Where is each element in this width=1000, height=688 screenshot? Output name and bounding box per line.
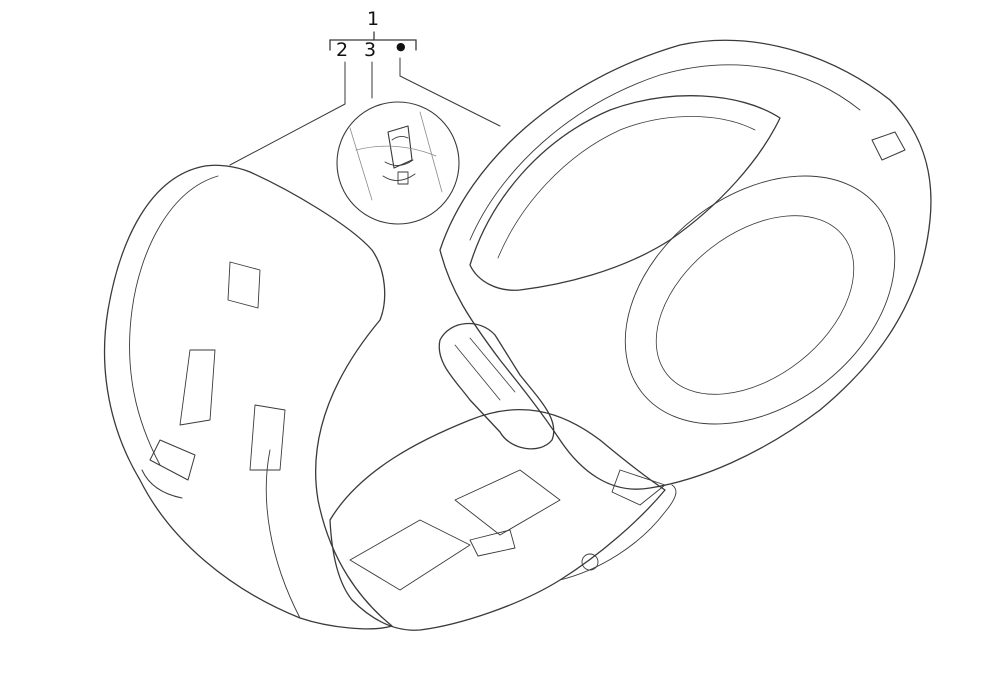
leg-shield-outline <box>103 164 393 630</box>
rear-body <box>439 39 932 490</box>
steering-column <box>438 322 555 450</box>
seat-opening <box>469 95 781 291</box>
floor-frame <box>329 409 666 631</box>
callout-label-2: 2 <box>336 39 349 61</box>
callout-label-3: 3 <box>364 39 377 61</box>
detail-inset <box>336 101 460 225</box>
callout-bullet: ● <box>396 40 406 53</box>
callout-bracket <box>329 31 417 51</box>
leader-lines <box>229 57 501 166</box>
callout-label-1: 1 <box>367 8 380 30</box>
